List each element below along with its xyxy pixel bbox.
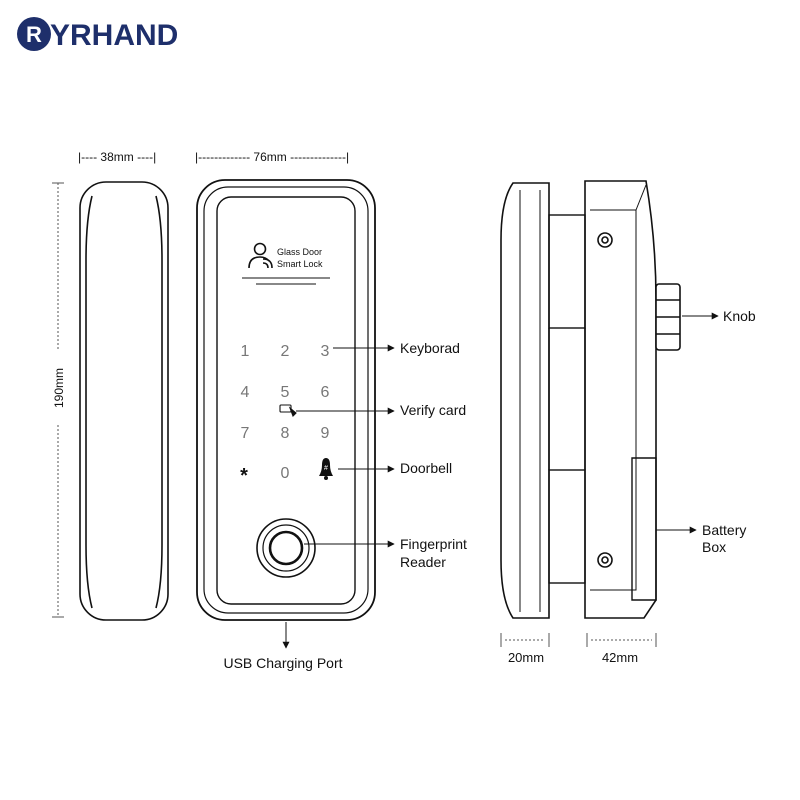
callout-fingerprint-line1: Fingerprint: [400, 536, 467, 552]
callout-battery-line2: Box: [702, 539, 726, 555]
sensor-strip: [242, 277, 330, 285]
dimension-front-width: |------------- 76mm --------------|: [195, 150, 349, 164]
card-icon: [279, 404, 297, 417]
logo-letter: R: [26, 22, 42, 47]
brand-name: YRHAND: [50, 19, 178, 52]
key-9[interactable]: 9: [321, 425, 330, 442]
fingerprint-reader[interactable]: [256, 518, 316, 578]
callout-fingerprint-line2: Reader: [400, 554, 446, 570]
key-1[interactable]: 1: [241, 343, 250, 360]
dimension-depth-glass: 20mm: [508, 650, 544, 665]
callout-doorbell: Doorbell: [400, 460, 452, 476]
knob[interactable]: [655, 283, 681, 351]
key-0[interactable]: 0: [281, 465, 290, 482]
profile-callout-lines: [656, 312, 719, 534]
callout-verify-card: Verify card: [400, 402, 466, 418]
key-2[interactable]: 2: [281, 343, 290, 360]
key-3[interactable]: 3: [321, 343, 330, 360]
panel-title-line1: Glass Door: [277, 247, 322, 257]
dimension-height: 190mm: [52, 182, 66, 618]
key-4[interactable]: 4: [241, 384, 250, 401]
brand-logo: R YRHAND: [17, 17, 178, 52]
key-star[interactable]: *: [240, 465, 248, 487]
key-6[interactable]: 6: [321, 384, 330, 401]
key-5[interactable]: 5: [281, 384, 290, 401]
callout-usb: USB Charging Port: [223, 655, 342, 671]
dimension-side-width: |---- 38mm ----|: [78, 150, 156, 164]
key-7[interactable]: 7: [241, 425, 250, 442]
side-view: [79, 181, 169, 621]
callout-keyboard: Keyborad: [400, 340, 460, 356]
logo-circle: [17, 17, 51, 51]
front-view: Glass Door Smart Lock 1 2 3 4 5 6 7 8 9 …: [196, 179, 376, 621]
depth-dimension-lines: [500, 633, 657, 647]
key-8[interactable]: 8: [281, 425, 290, 442]
panel-title-line2: Smart Lock: [277, 259, 323, 269]
user-wifi-icon: [248, 242, 273, 269]
callout-lines: [282, 344, 395, 649]
bell-icon[interactable]: #: [319, 458, 333, 480]
callout-battery-line1: Battery: [702, 522, 746, 538]
profile-view: [500, 180, 657, 619]
keypad: 1 2 3 4 5 6 7 8 9 * 0: [240, 343, 329, 487]
callout-knob: Knob: [723, 308, 756, 324]
key-hash: #: [324, 465, 328, 472]
dimension-depth-body: 42mm: [602, 650, 638, 665]
dimension-height-label: 190mm: [52, 368, 66, 408]
